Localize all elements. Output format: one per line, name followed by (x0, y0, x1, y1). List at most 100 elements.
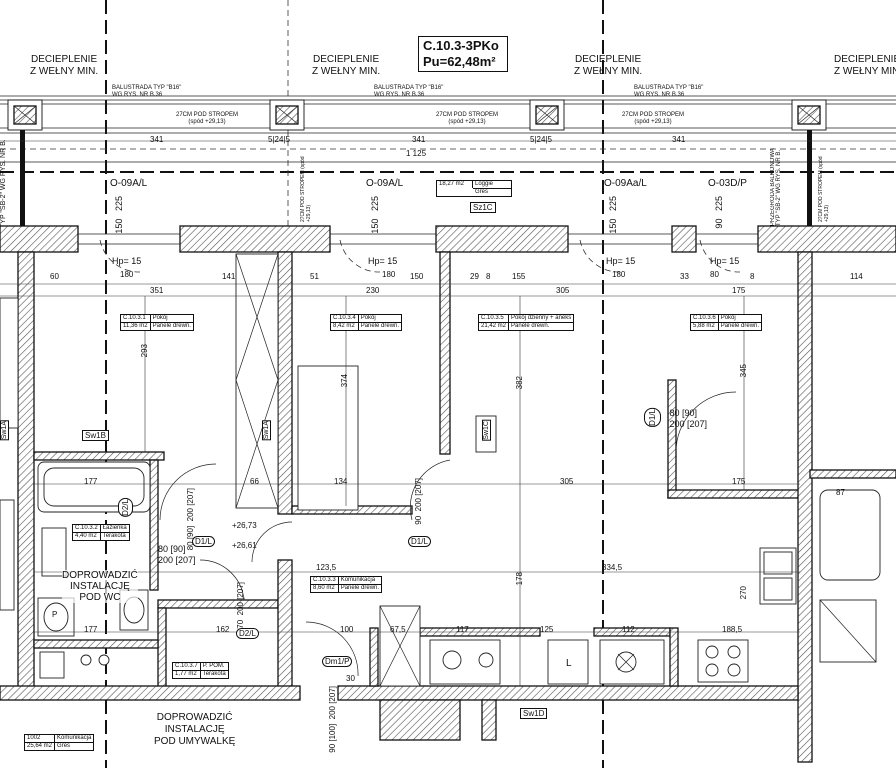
window-width: 80 (710, 270, 719, 279)
window-sill: Hp= 15 (606, 256, 636, 266)
unit-code: C.10.3-3PKo (423, 38, 499, 53)
wardrobe-code: Sw1A (0, 420, 9, 441)
dimension-label: 125 (540, 625, 554, 634)
balcony-column (529, 99, 565, 131)
door-size: 80 [90] 200 [207] (186, 488, 195, 551)
door-swing (159, 463, 217, 521)
wardrobe-code: Sw1A (262, 420, 271, 441)
door-size: 90 [100] 200 [207] (328, 686, 337, 753)
wardrobe-code: Sw1C (482, 420, 491, 441)
dimension-label: 114 (850, 272, 863, 281)
door-code: D2/L (236, 628, 259, 639)
wardrobe-sw1a-room2 (297, 365, 359, 511)
dimension-label: 334,5 (602, 563, 623, 572)
dimension-label: 305 (556, 286, 570, 295)
dimension-label: 87 (836, 488, 845, 497)
dimension-label: 1 125 (406, 149, 427, 158)
door-swing (251, 521, 293, 563)
balustrade-note: BALUSTRADA TYP "B16"WG RYS. NR B.36 (634, 85, 704, 98)
bathtub-neighbour (819, 489, 881, 581)
dimension-label: 162 (216, 625, 230, 634)
dimension-label: 382 (515, 376, 524, 390)
wardrobe (379, 605, 421, 687)
strop-note: 27CM POD STROPEM (spód +29,13) (818, 156, 830, 222)
window-width: 180 (382, 270, 396, 279)
dimension-label: 60 (50, 272, 59, 281)
side-note-left: TYP "SB-2" WG RYS. NR B. (0, 139, 7, 228)
washbasin (41, 527, 67, 577)
dimension-label: 33 (680, 272, 689, 281)
dimension-label: 112 (622, 625, 635, 634)
door-swing (675, 391, 737, 453)
wardrobe-code: Sw1D (520, 708, 548, 719)
dimension-label: 175 (732, 477, 746, 486)
window-height: 150 225 (608, 196, 618, 234)
dimension-label: 5|24|5 (530, 135, 552, 144)
level-mark: +26,73 (232, 521, 257, 530)
dimension-label: 175 (732, 286, 746, 295)
dimension-label: 100 (340, 625, 354, 634)
dimension-label: 305 (560, 477, 574, 486)
dimension-label: 341 (672, 135, 686, 144)
internal-walls (0, 251, 896, 763)
ceiling-note: 27CM POD STROPEM(spód +29,13) (176, 112, 239, 125)
balcony-partition-right (807, 130, 812, 226)
window-label: O-09A/L (110, 178, 148, 189)
door-code: D2/L (118, 498, 133, 517)
door-swing (305, 621, 359, 677)
door-size: 70 200 [207] (236, 582, 245, 629)
level-mark: +26,61 (232, 541, 257, 550)
external-wall (0, 225, 896, 253)
window-width: 180 (120, 270, 134, 279)
window-height: 90 225 (714, 196, 724, 229)
wardrobe-code: Sw1B (82, 430, 109, 441)
window-label: O-09Aa/L (604, 178, 647, 189)
door-label: 80 [90]200 [207] (158, 544, 196, 565)
door-code: D1/L (408, 536, 431, 547)
dimension-label: 374 (340, 374, 349, 388)
misc-label: L (566, 658, 572, 669)
window-height: 150 225 (114, 196, 124, 234)
wardrobe (235, 253, 279, 509)
door-label: D1/L 80 [90]200 [207] (644, 408, 707, 430)
dimension-label: 345 (739, 364, 748, 378)
dimension-label: 5|24|5 (268, 135, 290, 144)
dimension-label: 230 (366, 286, 380, 295)
dimension-label: 177 (84, 477, 98, 486)
window-width: 180 (612, 270, 626, 279)
dimension-label: 117 (456, 625, 469, 634)
door-swing (409, 459, 451, 521)
balcony-partition-left (20, 130, 25, 226)
balcony-column (269, 99, 305, 131)
window-sill: Hp= 15 (112, 256, 142, 266)
cooktop (697, 639, 749, 683)
door-code: Dm1/P (322, 656, 353, 667)
dimension-label: 66 (250, 477, 259, 486)
dimension-label: 150 (410, 272, 424, 281)
dimension-label: 67,5 (390, 625, 406, 634)
dimension-label: 8 (750, 272, 755, 281)
window-label: O-03D/P (708, 178, 747, 189)
window-label: O-09A/L (366, 178, 404, 189)
dimension-label: 351 (150, 286, 164, 295)
strop-note: 27CM POD STROPEM (spód +29,13) (300, 156, 312, 222)
neighbour-bed (0, 297, 19, 429)
dimension-label: 341 (412, 135, 426, 144)
window-height: 150 225 (370, 196, 380, 234)
unit-area: Pu=62,48m² (423, 54, 496, 69)
unit-header: C.10.3-3PKo Pu=62,48m² (418, 36, 508, 72)
